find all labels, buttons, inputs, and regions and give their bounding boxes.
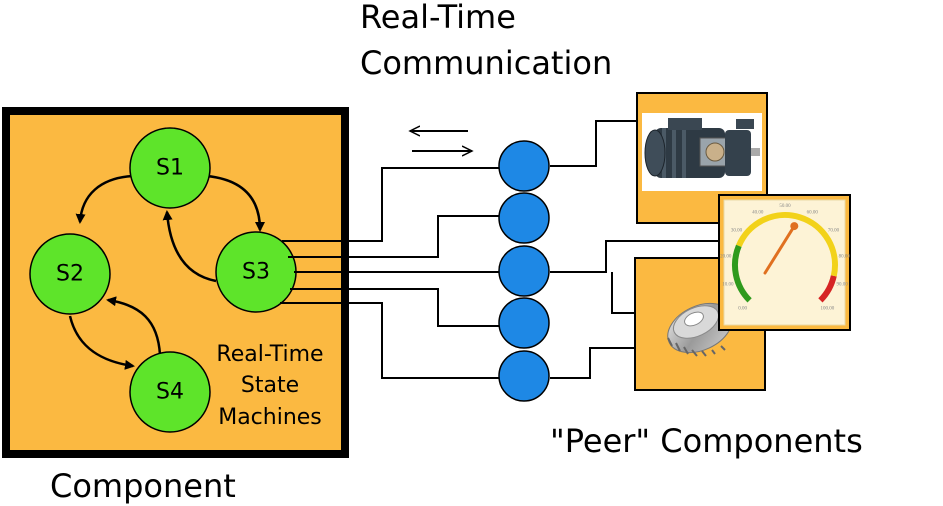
gauge-tick-label: 70.00 xyxy=(828,229,840,234)
state-s4: S4 xyxy=(129,351,211,433)
connection-wires xyxy=(280,167,500,379)
transition-s4-s2 xyxy=(106,296,162,356)
state-machines-label: Real-Time State Machines xyxy=(216,342,323,430)
gauge-icon: 0.00 10.00 20.00 30.00 40.00 50.00 60.00 70.00 8… xyxy=(720,204,850,311)
peer-wire-1 xyxy=(550,120,638,167)
state-s1-label: S1 xyxy=(156,156,184,181)
gauge-tick-label: 30.00 xyxy=(731,229,743,234)
motor-icon xyxy=(644,118,760,178)
port-2 xyxy=(498,192,550,244)
peer-wire-3 xyxy=(550,347,636,379)
state-machines-label-line-2: State xyxy=(241,373,299,398)
grinding-wheel-icon xyxy=(667,302,733,357)
state-s3: S3 xyxy=(215,231,297,313)
wire-port-4 xyxy=(290,288,500,327)
gauge-tick-label: 0.00 xyxy=(738,306,747,311)
gauge-tick-label: 10.00 xyxy=(722,283,734,288)
state-s1: S1 xyxy=(129,127,211,209)
transition-s1-s3 xyxy=(206,174,265,232)
title-line-2: Communication xyxy=(360,44,612,82)
peer-gauge: 0.00 10.00 20.00 30.00 40.00 50.00 60.00 70.00 8… xyxy=(718,194,851,331)
port-3 xyxy=(498,245,550,297)
gauge-tick-label: 50.00 xyxy=(779,204,791,209)
wire-port-1 xyxy=(282,167,500,242)
peer-wire-2 xyxy=(550,240,718,273)
gauge-tick-label: 40.00 xyxy=(752,211,764,216)
transition-s3-s1 xyxy=(162,210,217,283)
state-machines-label-line-1: Real-Time xyxy=(216,342,323,367)
peer-components-label: "Peer" Components xyxy=(550,422,863,460)
component-label: Component xyxy=(50,467,236,505)
state-transitions xyxy=(68,174,265,370)
state-s4-label: S4 xyxy=(156,380,184,405)
transition-s2-s4 xyxy=(68,315,135,370)
transition-s1-s2 xyxy=(75,174,134,224)
wire-port-2 xyxy=(288,215,500,258)
gauge-tick-label: 20.00 xyxy=(720,255,732,260)
port-stack xyxy=(498,140,550,402)
gauge-tick-label: 60.00 xyxy=(807,211,819,216)
gauge-tick-label: 80.00 xyxy=(839,255,851,260)
peer-wires xyxy=(550,120,718,379)
peer-wire-4 xyxy=(611,272,636,314)
port-5 xyxy=(498,350,550,402)
title-line-1: Real-Time xyxy=(360,0,516,36)
state-s3-label: S3 xyxy=(242,260,270,285)
state-machines-label-line-3: Machines xyxy=(218,405,322,430)
peer-motor xyxy=(636,92,768,224)
wire-port-5 xyxy=(280,302,500,379)
state-s2: S2 xyxy=(29,233,111,315)
port-4 xyxy=(498,297,550,349)
gauge-tick-label: 90.00 xyxy=(836,283,848,288)
gauge-tick-label: 100.00 xyxy=(821,306,835,311)
port-1 xyxy=(498,140,550,192)
state-s2-label: S2 xyxy=(56,262,84,287)
communication-arrows xyxy=(410,131,472,151)
